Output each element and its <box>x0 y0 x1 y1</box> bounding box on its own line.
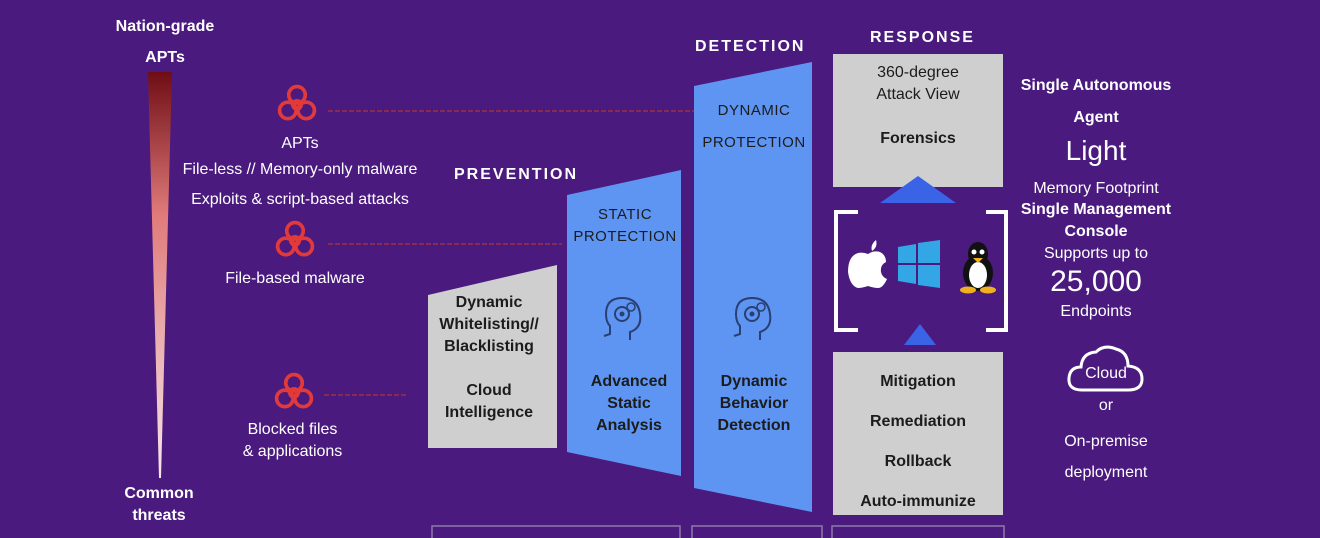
static-protection-title2: PROTECTION <box>573 228 677 245</box>
brain-gear-icon <box>733 296 772 340</box>
panel-dynamic-text: Dynamic Behavior Detection <box>694 371 814 437</box>
scale-top-label: Nation-grade APTs <box>100 16 230 69</box>
detection-header: DETECTION <box>695 38 806 55</box>
bracket-left <box>834 210 858 332</box>
panel1-line2: Whitelisting// <box>439 316 539 333</box>
panel-dynamic-whitelisting-text: Dynamic Whitelisting// Blacklisting Clou… <box>430 292 548 424</box>
windows-icon <box>898 240 940 288</box>
static-protection-title: STATIC PROTECTION <box>567 204 683 248</box>
dynamic-protection-title2: PROTECTION <box>702 134 806 151</box>
scale-top-line2: APTs <box>145 49 185 66</box>
bracket-right <box>986 210 1008 332</box>
threat-file-based-label: File-based malware <box>225 270 365 287</box>
dynamic-protection-title: DYNAMIC PROTECTION <box>694 95 814 159</box>
forensics-line2: Attack View <box>876 86 960 103</box>
panel3-line3: Detection <box>717 417 791 434</box>
cloud-label: Cloud <box>1085 365 1127 382</box>
scale-bottom-line1: Common <box>124 485 194 502</box>
static-protection-title1: STATIC <box>597 206 653 223</box>
bracket-detection <box>691 525 823 538</box>
dynamic-protection-title1: DYNAMIC <box>717 102 791 119</box>
response-item-rollback: Rollback <box>884 453 952 470</box>
agent-label: Single Autonomous Agent <box>1010 70 1182 134</box>
threat-apt-line2: File-less // Memory-only malware <box>182 161 418 178</box>
panel3-line1: Dynamic <box>720 373 788 390</box>
panel-forensics <box>833 54 1003 187</box>
response-item-mitigation: Mitigation <box>880 373 956 390</box>
panel1-line4: Cloud <box>466 382 512 399</box>
panel1-line1: Dynamic <box>455 294 523 311</box>
panel1-line5: Intelligence <box>444 404 534 421</box>
panel-static-text: Advanced Static Analysis <box>567 371 691 437</box>
triangle-up-top <box>880 176 956 203</box>
scale-bottom-line2: threats <box>132 507 186 524</box>
forensics-line3: Forensics <box>880 130 956 147</box>
or-label: or <box>1098 397 1114 414</box>
forensics-line1: 360-degree <box>877 64 959 81</box>
onprem-line: On-premise <box>1064 433 1148 450</box>
biohazard-icon <box>274 372 314 409</box>
agent-line2: Agent <box>1073 109 1119 126</box>
deployment-label: On-premise deployment <box>1020 426 1192 488</box>
panel-static-protection <box>567 170 681 476</box>
panel1-line3: Blacklisting <box>444 338 534 355</box>
panel3-line2: Behavior <box>719 395 789 412</box>
brain-gear-icon <box>603 296 642 340</box>
bracket-prevention <box>431 525 681 538</box>
console-line2: Console <box>1064 223 1128 240</box>
response-header: RESPONSE <box>870 29 975 46</box>
panel2-line1: Advanced <box>590 373 668 390</box>
forensics-text: 360-degree Attack View Forensics <box>833 62 1003 150</box>
console-label: Single Management Console <box>1010 199 1182 243</box>
threat-apt-line3: Exploits & script-based attacks <box>191 191 409 208</box>
panel2-line2: Static <box>607 395 651 412</box>
response-actions-text: Mitigation Remediation Rollback Auto-imm… <box>833 362 1003 522</box>
linux-tux-icon <box>960 242 996 294</box>
threat-blocked-line2: & applications <box>242 443 343 460</box>
biohazard-icon <box>277 84 317 121</box>
footprint-label: Memory Footprint <box>1033 180 1159 197</box>
deployment-line: deployment <box>1064 464 1148 481</box>
endpoints-label: Endpoints <box>1060 303 1132 320</box>
scale-top-line1: Nation-grade <box>115 18 215 35</box>
panel2-line3: Analysis <box>596 417 662 434</box>
threat-apt-line1: APTs <box>281 135 319 152</box>
response-item-auto-immunize: Auto-immunize <box>860 493 976 510</box>
bracket-response <box>831 525 1005 538</box>
cloud-icon <box>1067 345 1144 392</box>
panel-dynamic-protection <box>694 62 812 512</box>
light-label: Light <box>1065 135 1127 166</box>
threat-apt-label: APTs File-less // Memory-only malware Ex… <box>140 131 460 217</box>
threat-blocked-label: Blocked files & applications <box>200 419 385 463</box>
response-item-remediation: Remediation <box>869 413 966 430</box>
threat-gradient-bar <box>148 72 172 478</box>
triangle-up-bottom <box>904 324 936 345</box>
prevention-header: PREVENTION <box>454 166 579 183</box>
endpoint-count: 25,000 <box>1050 265 1142 298</box>
apple-icon <box>848 240 887 288</box>
threat-blocked-line1: Blocked files <box>247 421 338 438</box>
agent-line1: Single Autonomous <box>1020 77 1172 94</box>
console-line1: Single Management <box>1020 201 1172 218</box>
scale-bottom-label: Common threats <box>100 483 218 527</box>
panel-dynamic-whitelisting <box>428 265 557 448</box>
biohazard-icon <box>275 220 315 257</box>
supports-label: Supports up to <box>1043 245 1149 262</box>
panel-response-actions <box>833 352 1003 515</box>
